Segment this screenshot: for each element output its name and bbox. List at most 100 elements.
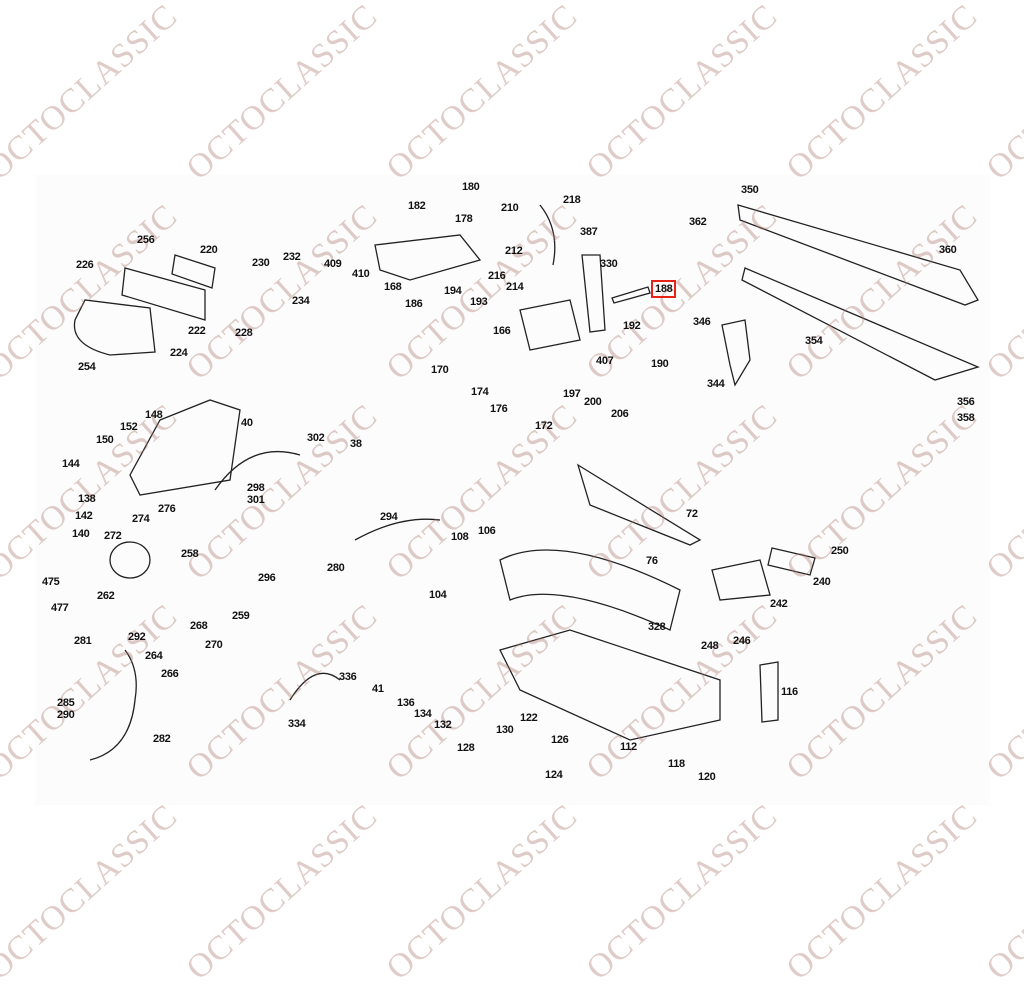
part-label[interactable]: 280	[327, 562, 345, 574]
part-label[interactable]: 344	[707, 378, 725, 390]
part-label[interactable]: 336	[339, 671, 357, 683]
part-label[interactable]: 174	[471, 386, 489, 398]
part-label[interactable]: 282	[153, 733, 171, 745]
part-label[interactable]: 206	[611, 408, 629, 420]
part-label[interactable]: 224	[170, 347, 188, 359]
part-label[interactable]: 182	[408, 200, 426, 212]
part-label[interactable]: 234	[292, 295, 310, 307]
part-label[interactable]: 168	[384, 281, 402, 293]
part-label[interactable]: 220	[200, 244, 218, 256]
part-label[interactable]: 346	[693, 316, 711, 328]
part-label[interactable]: 122	[520, 712, 538, 724]
part-label[interactable]: 246	[733, 635, 751, 647]
part-label[interactable]: 362	[689, 216, 707, 228]
part-label[interactable]: 106	[478, 525, 496, 537]
part-label[interactable]: 259	[232, 610, 250, 622]
part-label[interactable]: 40	[241, 417, 253, 429]
part-label[interactable]: 256	[137, 234, 155, 246]
part-label[interactable]: 296	[258, 572, 276, 584]
part-label[interactable]: 108	[451, 531, 469, 543]
part-label[interactable]: 232	[283, 251, 301, 263]
part-label[interactable]: 226	[76, 259, 94, 271]
part-label[interactable]: 356	[957, 396, 975, 408]
part-label[interactable]: 118	[668, 758, 685, 770]
part-label[interactable]: 134	[414, 708, 432, 720]
part-label[interactable]: 124	[545, 769, 563, 781]
part-label[interactable]: 210	[501, 202, 519, 214]
part-label[interactable]: 270	[205, 639, 223, 651]
part-label[interactable]: 272	[104, 530, 122, 542]
part-label[interactable]: 38	[350, 438, 362, 450]
part-label[interactable]: 250	[831, 545, 849, 557]
part-label[interactable]: 264	[145, 650, 163, 662]
part-label[interactable]: 266	[161, 668, 179, 680]
part-label[interactable]: 112	[620, 741, 637, 753]
part-label[interactable]: 409	[324, 258, 342, 270]
part-label[interactable]: 274	[132, 513, 150, 525]
part-label[interactable]: 407	[596, 355, 614, 367]
part-label[interactable]: 178	[455, 213, 473, 225]
part-label[interactable]: 258	[181, 548, 199, 560]
part-label[interactable]: 475	[42, 576, 60, 588]
part-label[interactable]: 292	[128, 631, 146, 643]
part-label[interactable]: 150	[96, 434, 114, 446]
part-label[interactable]: 152	[120, 421, 138, 433]
part-label[interactable]: 268	[190, 620, 208, 632]
part-label[interactable]: 172	[535, 420, 553, 432]
part-label[interactable]: 194	[444, 285, 462, 297]
part-label[interactable]: 298	[247, 482, 265, 494]
part-label[interactable]: 285	[57, 697, 75, 709]
part-label[interactable]: 477	[51, 602, 69, 614]
part-label[interactable]: 190	[651, 358, 669, 370]
part-label[interactable]: 72	[686, 508, 698, 520]
part-label[interactable]: 132	[434, 719, 452, 731]
part-label[interactable]: 144	[62, 458, 80, 470]
part-label[interactable]: 140	[72, 528, 90, 540]
part-label[interactable]: 138	[78, 493, 96, 505]
part-label-selected[interactable]: 188	[650, 280, 677, 298]
part-label[interactable]: 350	[741, 184, 759, 196]
part-label[interactable]: 262	[97, 590, 115, 602]
part-label[interactable]: 176	[490, 403, 508, 415]
part-label[interactable]: 276	[158, 503, 176, 515]
part-label[interactable]: 248	[701, 640, 719, 652]
part-label[interactable]: 328	[648, 621, 666, 633]
part-label[interactable]: 200	[584, 396, 602, 408]
part-label[interactable]: 136	[397, 697, 415, 709]
part-label[interactable]: 334	[288, 718, 306, 730]
part-label[interactable]: 294	[380, 511, 398, 523]
part-label[interactable]: 116	[781, 686, 798, 698]
part-label[interactable]: 128	[457, 742, 475, 754]
part-label[interactable]: 186	[405, 298, 423, 310]
part-label[interactable]: 120	[698, 771, 716, 783]
part-label[interactable]: 104	[429, 589, 447, 601]
part-label[interactable]: 76	[646, 555, 658, 567]
part-label[interactable]: 166	[493, 325, 511, 337]
part-label[interactable]: 130	[496, 724, 514, 736]
part-label[interactable]: 360	[939, 244, 957, 256]
part-label[interactable]: 180	[462, 181, 480, 193]
part-label[interactable]: 148	[145, 409, 163, 421]
part-label[interactable]: 387	[580, 226, 598, 238]
part-label[interactable]: 410	[352, 268, 370, 280]
part-label[interactable]: 240	[813, 576, 831, 588]
part-label[interactable]: 302	[307, 432, 325, 444]
part-label[interactable]: 228	[235, 327, 253, 339]
part-label[interactable]: 290	[57, 709, 75, 721]
part-label[interactable]: 242	[770, 598, 788, 610]
part-label[interactable]: 170	[431, 364, 449, 376]
part-label[interactable]: 254	[78, 361, 96, 373]
part-label[interactable]: 212	[505, 245, 523, 257]
part-label[interactable]: 281	[74, 635, 92, 647]
part-label[interactable]: 354	[805, 335, 823, 347]
part-label[interactable]: 330	[600, 258, 618, 270]
part-label[interactable]: 230	[252, 257, 270, 269]
part-label[interactable]: 126	[551, 734, 569, 746]
part-label[interactable]: 216	[488, 270, 506, 282]
part-label[interactable]: 214	[506, 281, 524, 293]
part-label[interactable]: 197	[563, 388, 581, 400]
part-label[interactable]: 193	[470, 296, 488, 308]
part-label[interactable]: 222	[188, 325, 206, 337]
part-label[interactable]: 358	[957, 412, 975, 424]
part-label[interactable]: 301	[247, 494, 265, 506]
